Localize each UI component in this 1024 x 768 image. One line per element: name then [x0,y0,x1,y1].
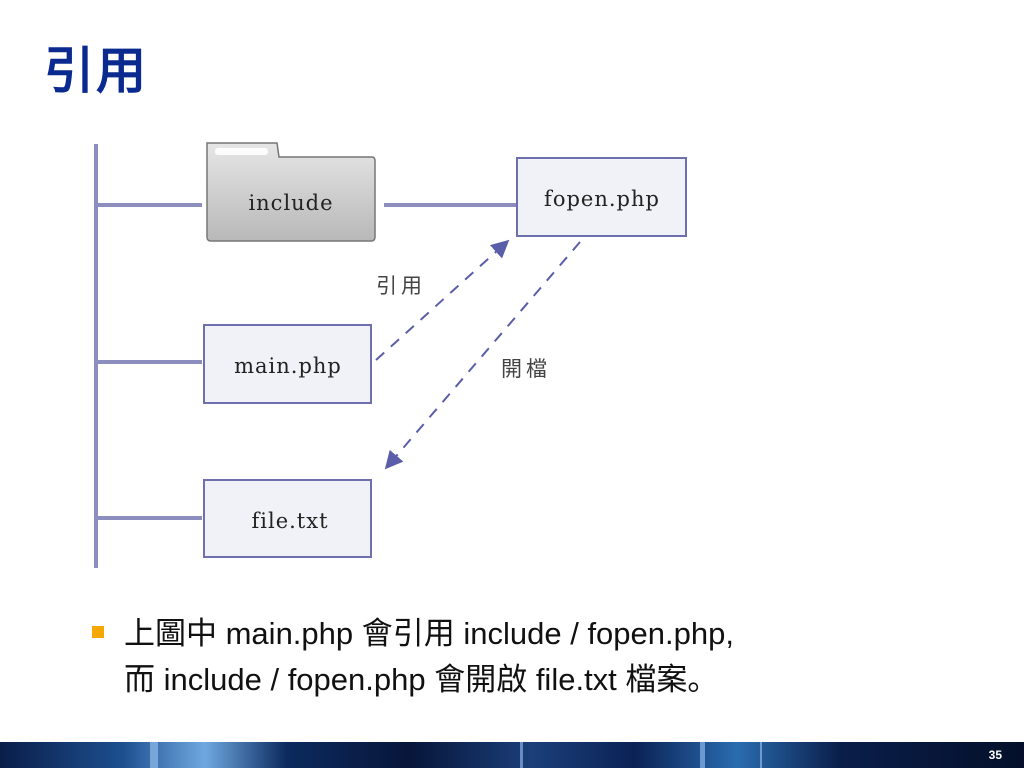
file-structure-diagram: include fopen.php main.php file.txt 引用 開… [94,142,687,568]
slide-title: 引用 [44,41,148,100]
file-box-fopen: fopen.php [516,157,687,237]
file-label-file: file.txt [251,509,328,533]
page-number: 35 [988,748,1002,762]
file-box-main: main.php [203,324,372,404]
open-file-arrow [384,241,581,470]
footer-decorative-bar: 35 [0,742,1024,768]
bullet-text-line-2: 而 include / fopen.php 會開啟 file.txt 檔案。 [124,662,719,697]
include-arrow-label: 引用 [376,274,426,298]
directory-tree-lines [94,144,516,568]
file-label-fopen: fopen.php [544,187,660,211]
bullet-text-line-1: 上圖中 main.php 會引用 include / fopen.php, [124,616,734,651]
file-box-file: file.txt [203,479,372,558]
folder-label: include [248,191,333,215]
bullet-marker [92,626,104,638]
folder-icon: include [206,142,376,242]
file-label-main: main.php [234,354,342,378]
open-file-arrow-label: 開檔 [501,357,551,381]
include-arrow [375,239,510,361]
